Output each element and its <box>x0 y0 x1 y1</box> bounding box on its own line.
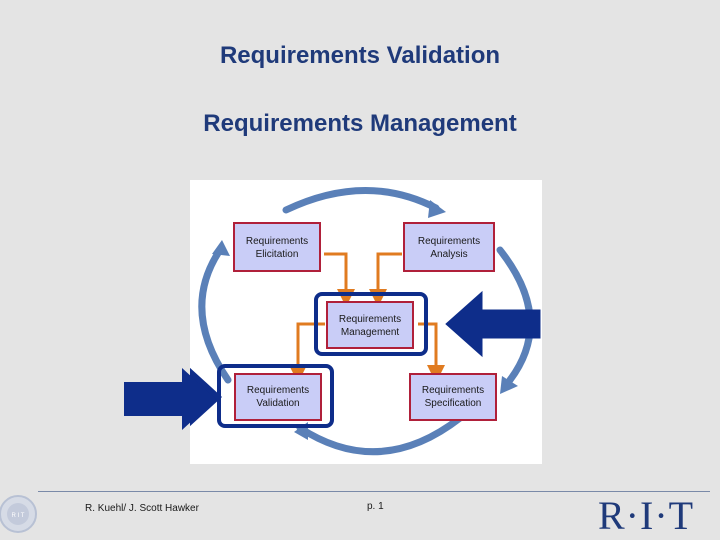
box-label: Requirements <box>246 236 308 247</box>
slide-subtitle: Requirements Management <box>203 110 517 137</box>
rit-seal-icon: R I T <box>0 495 37 533</box>
box-label: Requirements <box>422 385 484 396</box>
elicitation-management-connector <box>324 252 355 307</box>
slide-title: Requirements Validation <box>219 42 501 69</box>
box-label: Requirements <box>247 385 309 396</box>
management-pointer-arrow-icon <box>445 290 541 358</box>
validation-to-elicitation-arrow <box>198 246 232 384</box>
arrowhead-icon <box>500 376 518 394</box>
footer-author: R. Kuehl/ J. Scott Hawker <box>85 503 199 514</box>
elicitation-to-analysis-arrow <box>282 187 440 214</box>
box-label: Requirements <box>339 314 401 325</box>
arrowhead-icon <box>428 200 446 218</box>
box-label: Specification <box>425 398 482 409</box>
svg-text:R I T: R I T <box>12 513 25 519</box>
box-validation: Requirements Validation <box>234 373 322 421</box>
box-label: Elicitation <box>256 249 299 260</box>
box-label: Management <box>341 327 400 338</box>
validation-pointer-arrow-icon <box>124 368 216 430</box>
analysis-management-connector <box>369 252 402 307</box>
box-label: Analysis <box>430 249 467 260</box>
requirements-process-diagram: Requirements Elicitation Requirements An… <box>124 180 542 464</box>
box-elicitation: Requirements Elicitation <box>233 222 321 272</box>
rit-logo: R·I·T <box>598 493 695 538</box>
management-highlight-frame <box>314 292 428 356</box>
box-label: Requirements <box>418 236 480 247</box>
box-label: Validation <box>256 398 299 409</box>
box-specification: Requirements Specification <box>409 373 497 421</box>
page-number: p. 1 <box>367 501 384 512</box>
specification-to-validation-arrow <box>296 414 464 456</box>
box-analysis: Requirements Analysis <box>403 222 495 272</box>
arrowhead-icon <box>212 240 230 256</box>
box-management: Requirements Management <box>326 301 414 349</box>
footer-divider <box>38 491 710 492</box>
